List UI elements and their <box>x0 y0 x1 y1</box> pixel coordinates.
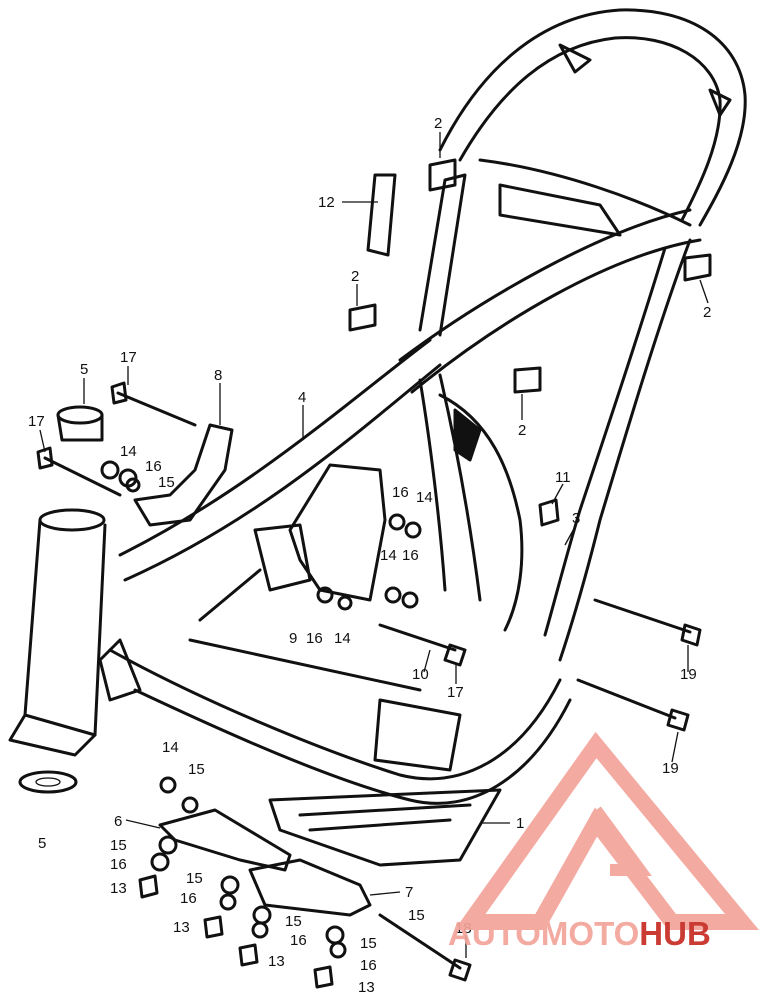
bearing-cup-parts <box>18 405 104 794</box>
callout-19a: 19 <box>680 666 697 683</box>
callout-6: 6 <box>114 813 122 830</box>
callout-16b: 16 <box>392 484 409 501</box>
callout-2c: 2 <box>703 304 711 321</box>
callout-13d: 13 <box>358 979 375 996</box>
callout-15d: 15 <box>186 870 203 887</box>
watermark-auto: AUTO <box>448 915 541 952</box>
callout-17b: 17 <box>28 413 45 430</box>
svg-text:AUTOMOTOHUB: AUTOMOTOHUB <box>448 915 711 952</box>
hardware-small <box>100 460 560 989</box>
callout-13b: 13 <box>173 919 190 936</box>
callout-14b: 14 <box>416 489 433 506</box>
callout-14c: 14 <box>380 547 397 564</box>
callout-5a: 5 <box>80 361 88 378</box>
callout-2b: 2 <box>351 268 359 285</box>
bolts-group <box>36 381 702 982</box>
callout-19b: 19 <box>662 760 679 777</box>
callout-16h: 16 <box>360 957 377 974</box>
callout-11: 11 <box>555 469 571 486</box>
callout-2d: 2 <box>518 422 526 439</box>
leader-lines <box>39 132 709 958</box>
watermark-hub: HUB <box>639 915 711 952</box>
callout-7: 7 <box>405 884 413 901</box>
callout-16e: 16 <box>110 856 127 873</box>
watermark-moto: MOTO <box>541 915 639 952</box>
callout-9: 9 <box>289 630 297 647</box>
callout-15a: 15 <box>158 474 175 491</box>
callout-15f: 15 <box>360 935 377 952</box>
tape-part <box>366 173 397 257</box>
callout-2a: 2 <box>434 115 442 132</box>
automotohub-watermark: AUTOMOTOHUB <box>448 731 759 952</box>
callout-16c: 16 <box>402 547 419 564</box>
callout-1: 1 <box>516 815 524 832</box>
callout-14a: 14 <box>120 443 137 460</box>
callout-14d: 14 <box>334 630 351 647</box>
callout-13c: 13 <box>268 953 285 970</box>
callout-17c: 17 <box>447 684 464 701</box>
bracket-8 <box>133 423 234 527</box>
callout-labels: 2 12 2 2 2 17 5 8 4 17 14 16 15 16 14 11… <box>28 115 711 996</box>
callout-14e: 14 <box>162 739 179 756</box>
lower-brackets <box>158 808 372 917</box>
callout-15c: 15 <box>110 837 127 854</box>
callout-15b: 15 <box>188 761 205 778</box>
callout-16g: 16 <box>290 932 307 949</box>
callout-16f: 16 <box>180 890 197 907</box>
callout-13a: 13 <box>110 880 127 897</box>
watermark-logo-mark <box>454 731 759 930</box>
callout-15g: 15 <box>408 907 425 924</box>
callout-12: 12 <box>318 194 335 211</box>
callout-5b: 5 <box>38 835 46 852</box>
callout-4: 4 <box>298 389 306 406</box>
callout-16a: 16 <box>145 458 162 475</box>
callout-17a: 17 <box>120 349 137 366</box>
callout-8: 8 <box>214 367 222 384</box>
rubber-mount-parts <box>348 158 712 394</box>
callout-16d: 16 <box>306 630 323 647</box>
steering-head-pipe <box>8 508 107 757</box>
callout-10: 10 <box>412 666 429 683</box>
callout-3: 3 <box>572 510 580 527</box>
callout-15e: 15 <box>285 913 302 930</box>
frame-body <box>98 8 747 867</box>
